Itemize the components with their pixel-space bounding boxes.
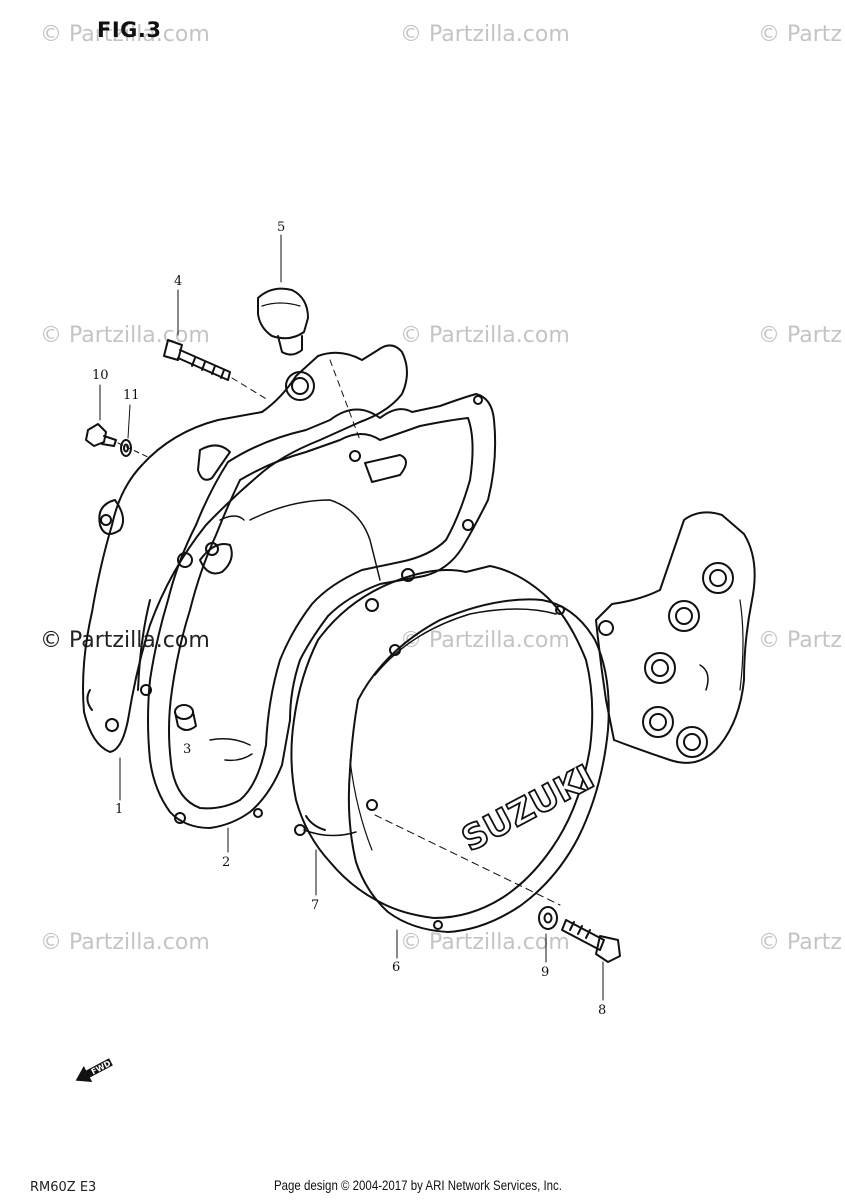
callout-4: 4 bbox=[174, 274, 183, 289]
callout-6: 6 bbox=[392, 960, 401, 975]
watermark: © Partz bbox=[758, 628, 842, 653]
suzuki-logo-text: SUZUKI bbox=[455, 757, 600, 860]
watermark: © Partzilla.com bbox=[400, 22, 570, 47]
part-3-dowel-pin bbox=[175, 705, 196, 730]
fwd-label: FWD bbox=[90, 1059, 113, 1077]
part-10-bolt bbox=[86, 385, 150, 458]
watermark: © Partzilla.com bbox=[400, 323, 570, 348]
suzuki-logo: SUZUKI bbox=[455, 756, 602, 860]
model-code: RM60Z E3 bbox=[30, 1180, 97, 1195]
part-9-washer bbox=[539, 907, 557, 962]
callout-10: 10 bbox=[92, 368, 109, 383]
part-11-washer bbox=[121, 405, 131, 456]
watermark: © Partzilla.com bbox=[400, 930, 570, 955]
callout-8: 8 bbox=[598, 1003, 607, 1018]
figure-title: FIG.3 bbox=[97, 18, 162, 42]
part-7-gasket bbox=[291, 566, 592, 918]
callout-11: 11 bbox=[123, 388, 140, 403]
watermark: © Partz bbox=[758, 930, 842, 955]
watermark: © Partzilla.com bbox=[40, 930, 210, 955]
part-4-bolt bbox=[164, 290, 268, 400]
watermark: © Partzilla.com bbox=[40, 22, 210, 47]
callout-1: 1 bbox=[115, 802, 124, 817]
callout-2: 2 bbox=[222, 855, 231, 870]
callout-7: 7 bbox=[311, 898, 320, 913]
part-8-bolt bbox=[375, 815, 620, 1000]
part-1-crankcase-cover bbox=[83, 345, 407, 752]
footer-copyright: Page design © 2004-2017 by ARI Network S… bbox=[274, 1177, 562, 1193]
callout-9: 9 bbox=[541, 965, 550, 980]
leader-dashed bbox=[330, 360, 360, 440]
watermark: © Partzilla.com bbox=[400, 628, 570, 653]
callout-3: 3 bbox=[183, 742, 192, 757]
fwd-arrow-icon: FWD bbox=[75, 1058, 113, 1082]
inner-crankcase-face bbox=[178, 455, 414, 760]
callout-5: 5 bbox=[277, 220, 286, 235]
watermark: © Partz bbox=[758, 22, 842, 47]
watermark: © Partz bbox=[758, 323, 842, 348]
part-2-gasket bbox=[141, 394, 495, 828]
part-5-filler-cap bbox=[258, 235, 314, 400]
part-6-clutch-cover bbox=[349, 599, 609, 958]
pump-housing bbox=[596, 512, 755, 762]
